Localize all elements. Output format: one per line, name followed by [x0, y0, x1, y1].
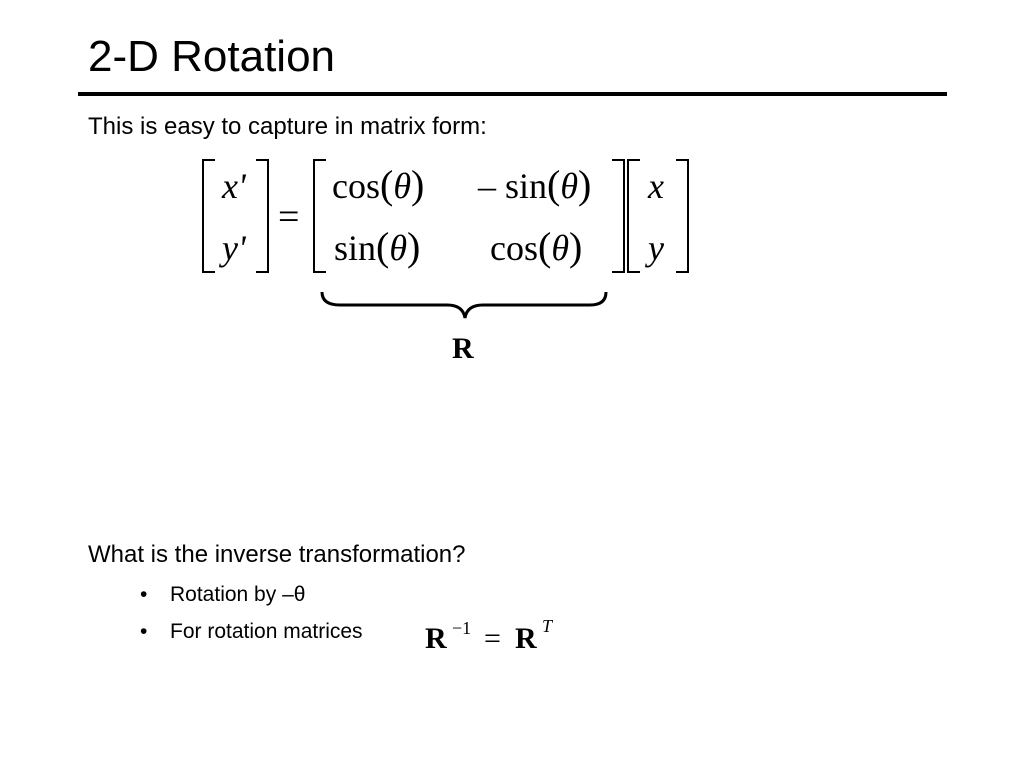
- lhs-left-bracket: [202, 159, 215, 273]
- matrix-r1c1: cos(θ): [332, 162, 424, 207]
- slide-title: 2-D Rotation: [88, 32, 336, 81]
- matrix-r2c2: cos(θ): [490, 224, 582, 269]
- inverse-equals-sign: =: [484, 622, 501, 655]
- inverse-lhs-exponent: −1: [452, 618, 471, 638]
- rhs-left-bracket: [627, 159, 640, 273]
- lhs-right-bracket: [256, 159, 269, 273]
- brace-label-r: R: [452, 332, 474, 365]
- rotation-matrix-equation: x' y' = cos(θ) – sin(θ) sin(θ) cos(θ) x …: [202, 159, 689, 365]
- rhs-y: y: [645, 228, 664, 268]
- underbrace: [320, 291, 608, 319]
- bullet-text: Rotation by –θ: [170, 583, 306, 606]
- inverse-rhs-exponent: T: [542, 616, 554, 636]
- matrix-r2c1: sin(θ): [334, 224, 420, 269]
- bullet-rotation-matrices: • For rotation matrices: [140, 619, 363, 645]
- equals-sign: =: [278, 196, 299, 238]
- bullet-marker: •: [140, 620, 148, 643]
- question-text: What is the inverse transformation?: [88, 541, 466, 568]
- title-divider: [78, 92, 947, 96]
- inverse-lhs-base: R: [425, 622, 447, 655]
- rhs-x: x: [647, 166, 664, 206]
- bullet-rotation-by: • Rotation by –θ: [140, 582, 305, 608]
- inverse-rhs-base: R: [515, 622, 537, 655]
- lhs-x-prime: x': [221, 166, 247, 206]
- intro-text: This is easy to capture in matrix form:: [88, 113, 487, 140]
- matrix-left-bracket: [313, 159, 326, 273]
- bullet-text: For rotation matrices: [170, 620, 363, 643]
- bullet-marker: •: [140, 583, 148, 606]
- matrix-right-bracket: [612, 159, 625, 273]
- rhs-right-bracket: [676, 159, 689, 273]
- matrix-r1c2: – sin(θ): [477, 162, 591, 207]
- lhs-y-prime: y': [219, 228, 247, 268]
